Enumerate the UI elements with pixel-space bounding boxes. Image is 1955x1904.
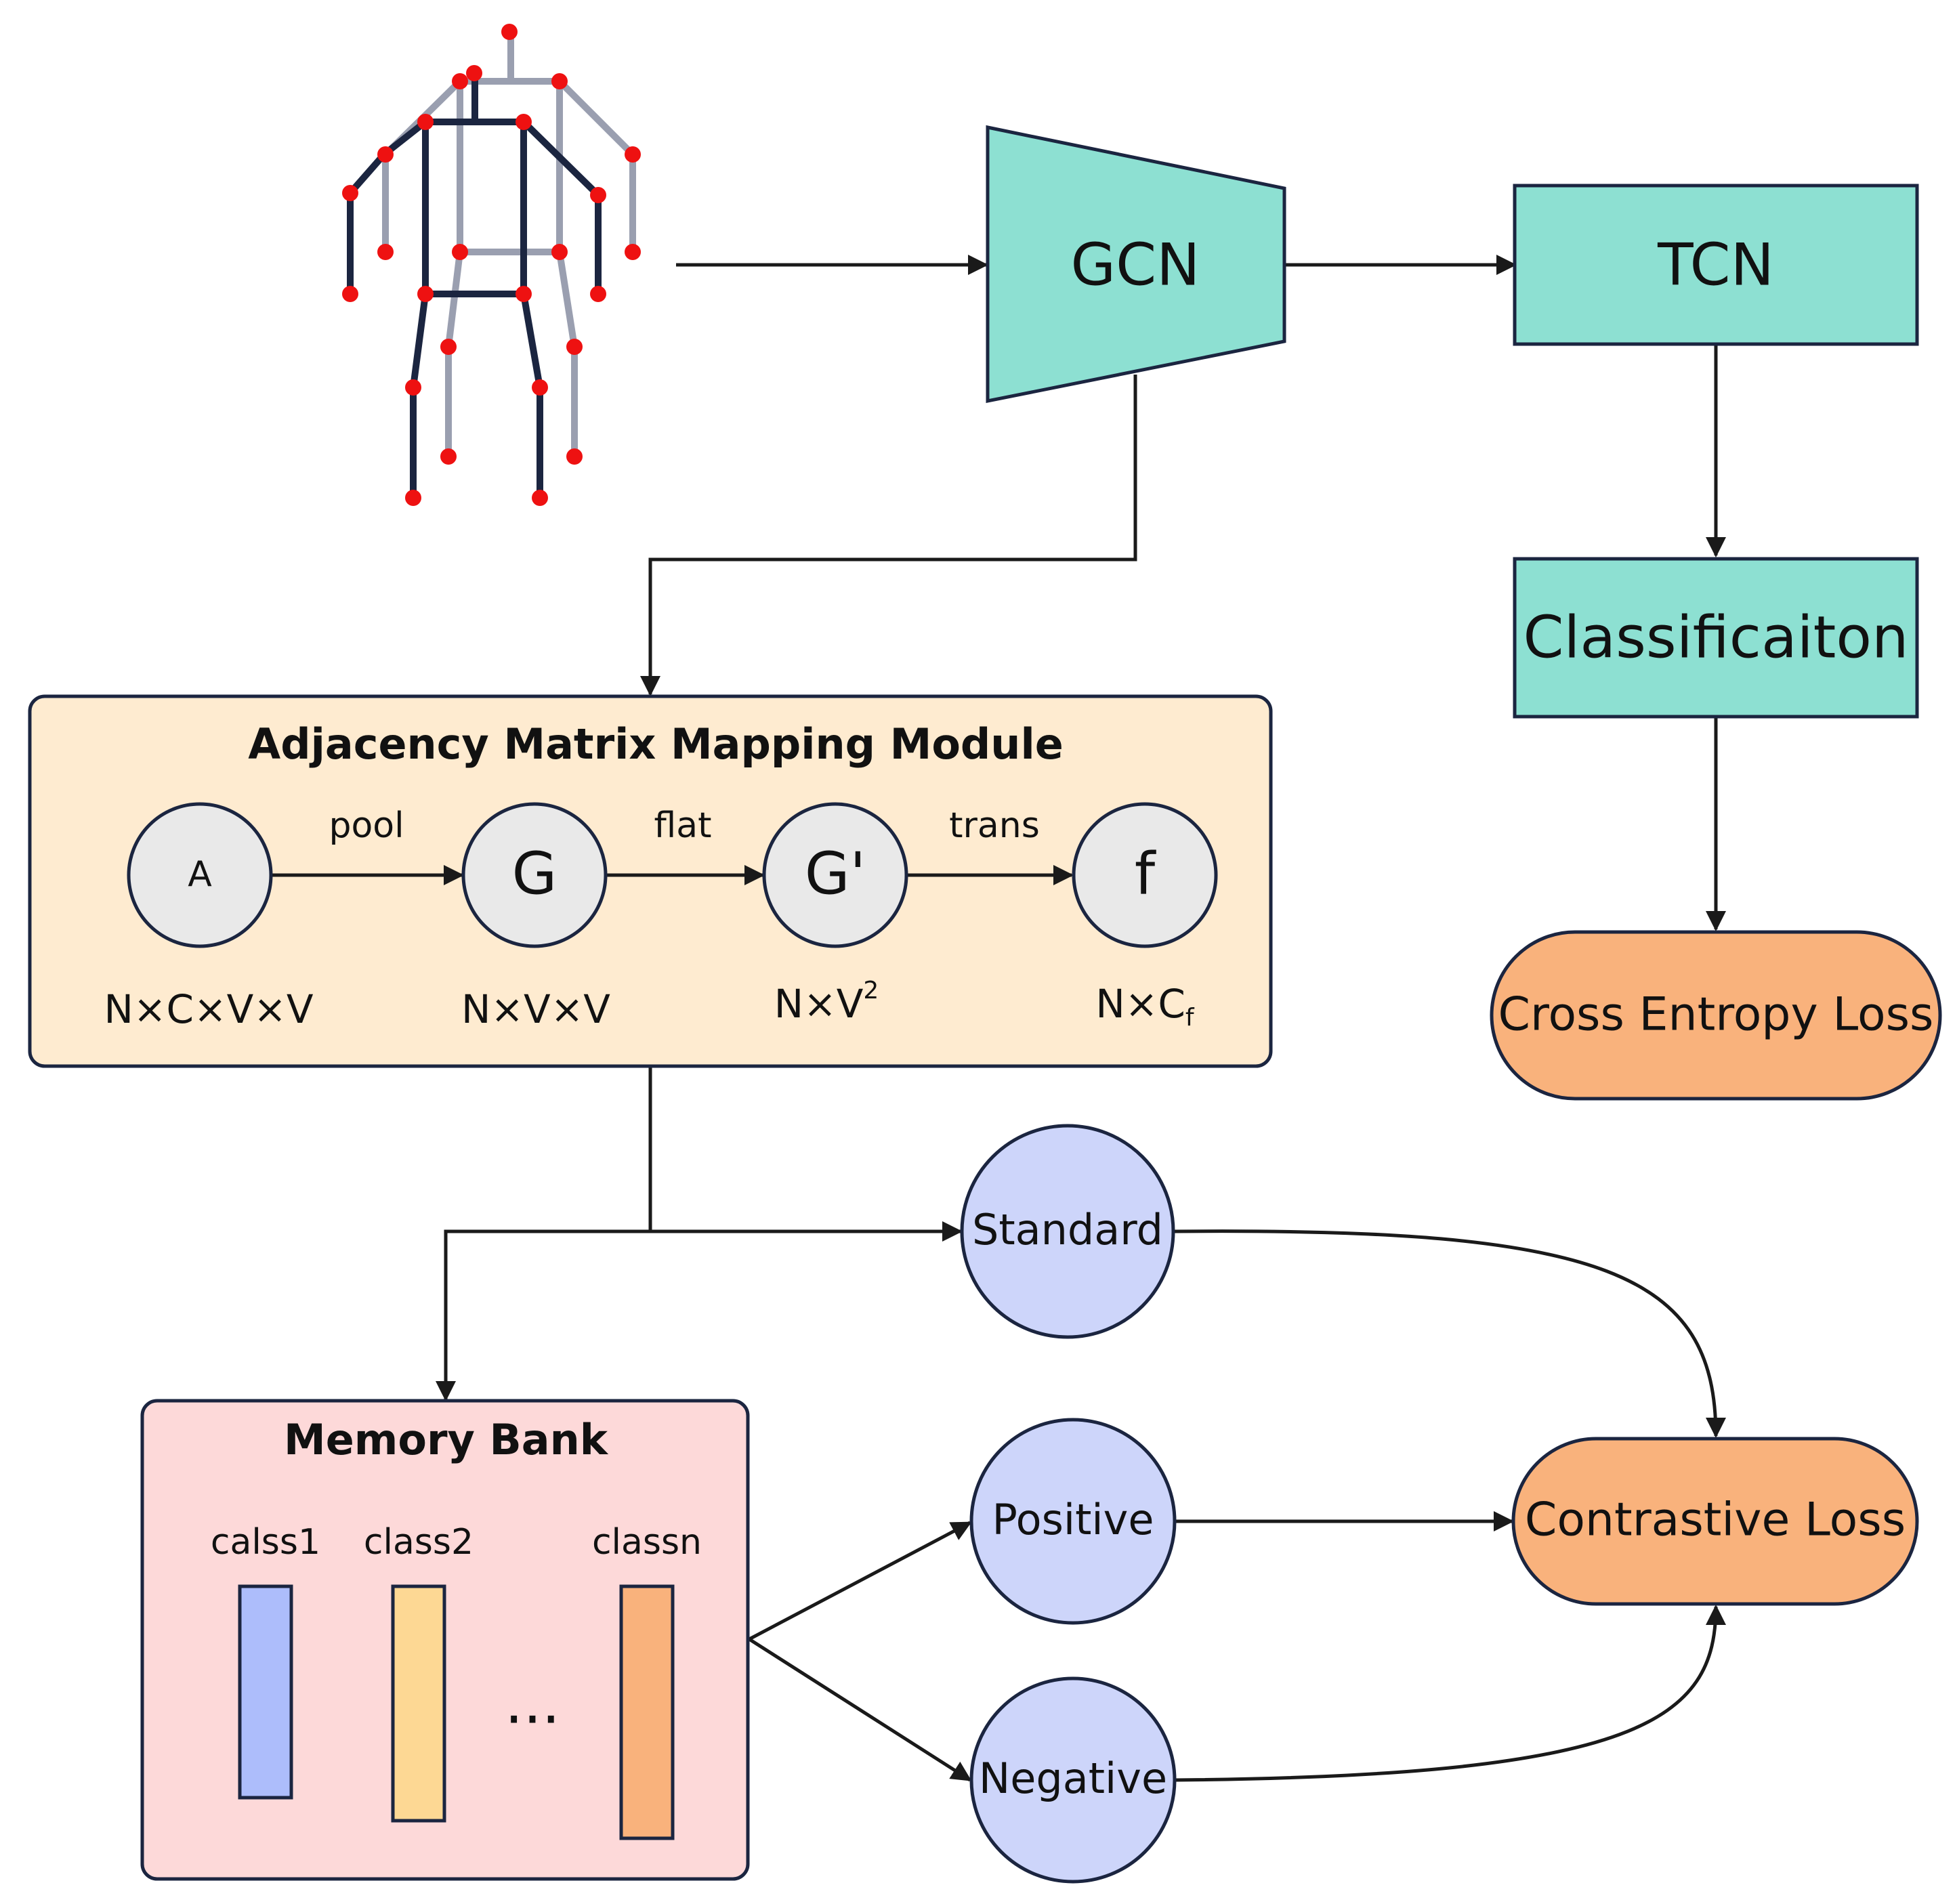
op-trans: trans	[949, 805, 1040, 846]
dim-f: N×Cf	[1095, 981, 1194, 1032]
node-a: A	[127, 802, 273, 948]
classification-label: Classificaiton	[1523, 604, 1908, 671]
arrow-gcn-to-adjacency-module	[640, 375, 1137, 696]
cross-entropy-label: Cross Entropy Loss	[1498, 988, 1934, 1042]
node-g-prime: G'	[762, 802, 908, 948]
tcn-box	[1513, 184, 1919, 346]
gcn-trapezoid	[986, 125, 1286, 404]
class-label-1: calss1	[211, 1522, 320, 1563]
arrow-memory-to-positive	[748, 1521, 972, 1641]
class-bar-2	[391, 1584, 446, 1823]
dim-a: N×C×V×V	[104, 986, 313, 1032]
dim-g: N×V×V	[461, 986, 610, 1032]
arrow-negative-to-contrastive	[1174, 1605, 1726, 1782]
class-ellipsis: ...	[505, 1669, 560, 1737]
classification-block: Classificaiton	[1513, 557, 1919, 719]
contrastive-loss-pill	[1511, 1437, 1919, 1606]
skeleton-front-bones	[347, 70, 602, 501]
positive-label: Positive	[992, 1495, 1154, 1544]
skeleton-back-bones	[382, 28, 636, 460]
negative-node: Negative	[969, 1676, 1177, 1884]
standard-label: Standard	[972, 1205, 1163, 1254]
class-label-2: class2	[364, 1522, 474, 1563]
contrastive-loss-block: Contrastive Loss	[1511, 1437, 1919, 1606]
memory-bank-title: Memory Bank	[284, 1415, 609, 1464]
cross-entropy-pill	[1490, 930, 1942, 1101]
gcn-label: GCN	[1070, 231, 1200, 299]
adjacency-matrix-module: Adjacency Matrix Mapping Module pool fla…	[28, 694, 1273, 1068]
node-g: G	[461, 802, 608, 948]
contrastive-loss-label: Contrastive Loss	[1525, 1494, 1906, 1547]
dim-g-prime: N×V2	[774, 977, 879, 1027]
class-label-n: classn	[592, 1522, 702, 1563]
cross-entropy-block: Cross Entropy Loss	[1490, 930, 1942, 1101]
positive-node: Positive	[969, 1418, 1177, 1625]
arrow-standard-to-contrastive	[1174, 1229, 1726, 1438]
gcn-block: GCN	[986, 125, 1286, 404]
skeleton-figure	[342, 24, 641, 506]
adjacency-module-panel	[28, 694, 1273, 1068]
memory-bank: Memory Bank calss1 class2 classn ...	[140, 1399, 750, 1881]
node-a-label: A	[188, 854, 212, 895]
node-g-label: G	[512, 840, 558, 908]
skeleton-joints	[342, 24, 641, 506]
arrow-memory-to-negative	[748, 1637, 972, 1782]
connectors	[436, 255, 1726, 1782]
class-bar-n	[619, 1584, 675, 1840]
op-flat: flat	[654, 805, 711, 846]
tcn-label: TCN	[1657, 231, 1774, 299]
node-f: f	[1072, 802, 1218, 948]
op-pool: pool	[329, 805, 404, 846]
node-g-prime-label: G'	[805, 840, 866, 908]
adjacency-module-title: Adjacency Matrix Mapping Module	[248, 719, 1064, 769]
standard-node: Standard	[960, 1124, 1175, 1339]
class-bar-1	[238, 1584, 293, 1800]
tcn-block: TCN	[1513, 184, 1919, 346]
arrow-to-memory-bank	[436, 1229, 650, 1401]
classification-box	[1513, 557, 1919, 719]
node-f-label: f	[1135, 840, 1156, 908]
negative-label: Negative	[979, 1754, 1167, 1803]
